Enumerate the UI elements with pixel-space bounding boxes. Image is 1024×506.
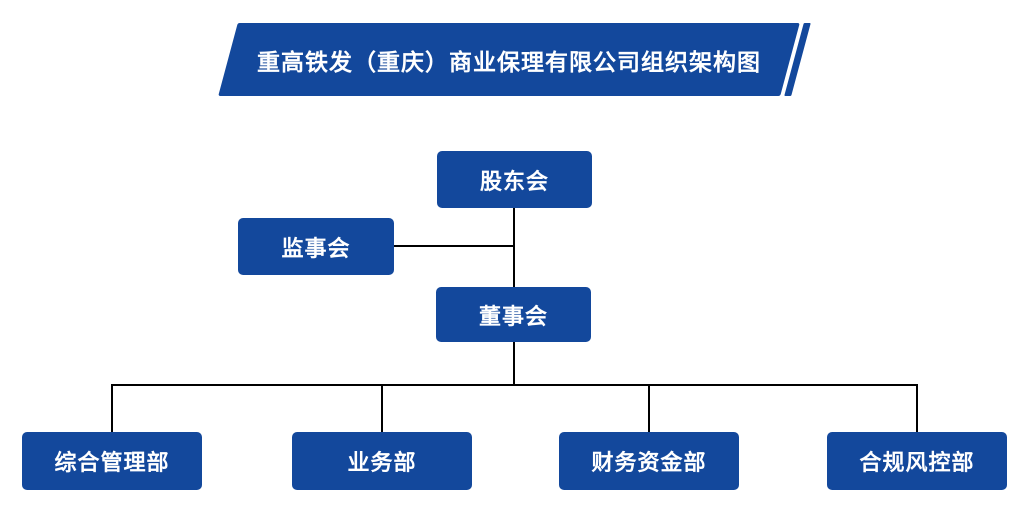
node-dept-general-admin: 综合管理部 — [22, 432, 202, 490]
connector-supervisory — [393, 245, 514, 247]
connector-board-to-departments — [513, 341, 515, 386]
node-shareholders-meeting: 股东会 — [437, 151, 592, 208]
chart-title: 重高铁发（重庆）商业保理有限公司组织架构图 — [257, 48, 761, 75]
node-dept-compliance-risk: 合规风控部 — [827, 432, 1007, 490]
node-board-of-directors: 董事会 — [436, 287, 591, 342]
node-dept-finance-treasury: 财务资金部 — [559, 432, 739, 490]
connector-drop-dept-business — [381, 384, 383, 433]
connector-drop-dept-admin — [111, 384, 113, 433]
node-dept-business: 业务部 — [292, 432, 472, 490]
connector-departments-horizontal — [111, 384, 918, 386]
connector-drop-dept-compliance — [916, 384, 918, 433]
node-supervisory-board: 监事会 — [238, 218, 394, 275]
connector-shareholders-to-board — [513, 207, 515, 288]
connector-drop-dept-finance — [648, 384, 650, 433]
